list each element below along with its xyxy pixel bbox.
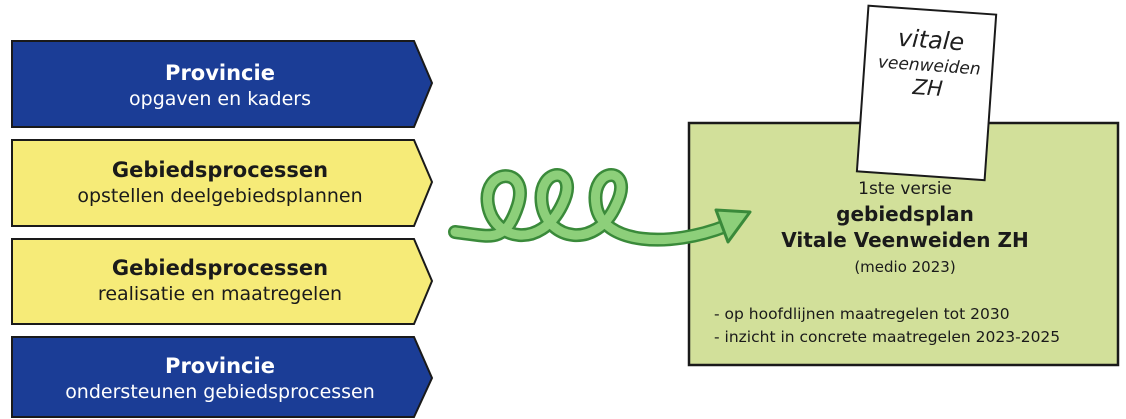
arrow-title-4: Provincie (165, 354, 275, 378)
note-text: vitale veenweiden ZH (860, 10, 997, 131)
arrow-shape-4 (11, 336, 434, 418)
arrow-subtitle-3: realisatie en maatregelen (97, 282, 343, 305)
arrow-subtitle-2: opstellen deelgebiedsplannen (77, 184, 363, 207)
arrow-title-3: Gebiedsprocessen (111, 256, 329, 280)
result-heading-line2: Vitale Veenweiden ZH (781, 228, 1029, 252)
arrow-subtitle-4: ondersteunen gebiedsprocessen (65, 380, 375, 403)
result-bullet-list: - op hoofdlijnen maatregelen tot 2030 - … (714, 303, 1060, 350)
arrow-label-2: Gebiedsprocessen opstellen deelgebiedspl… (8, 157, 432, 208)
arrow-title-2: Gebiedsprocessen (111, 158, 329, 182)
arrow-title-1: Provincie (165, 61, 275, 85)
arrow-shape-2 (11, 139, 434, 227)
result-bullet-1: - op hoofdlijnen maatregelen tot 2030 (714, 305, 1010, 323)
spiral-arrow-icon (448, 168, 752, 247)
arrow-subtitle-1: opgaven en kaders (129, 87, 311, 110)
arrow-label-3: Gebiedsprocessen realisatie en maatregel… (8, 255, 432, 306)
result-date: (medio 2023) (854, 258, 956, 276)
arrow-shape-3 (11, 238, 434, 325)
arrow-label-4: Provincie ondersteunen gebiedsprocessen (8, 353, 432, 404)
result-bullet-2: - inzicht in concrete maatregelen 2023-2… (714, 328, 1061, 347)
arrow-shape-1 (11, 40, 434, 128)
arrow-label-1: Provincie opgaven en kaders (8, 60, 432, 111)
note-paper-icon (855, 4, 998, 182)
result-heading-line1: gebiedsplan (836, 202, 974, 226)
result-version: 1ste versie (858, 179, 952, 199)
